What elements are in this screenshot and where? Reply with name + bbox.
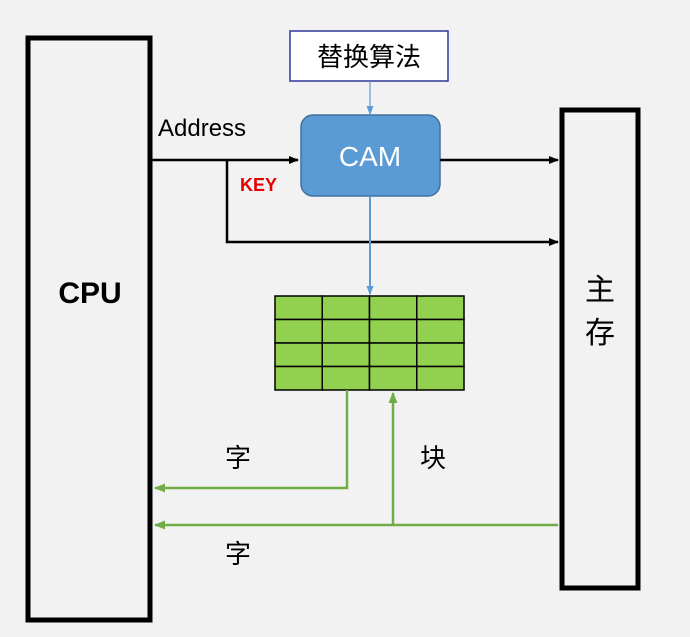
cache-storage-grid [274,295,465,391]
cache-cell [416,318,465,344]
cache-cell [321,318,371,344]
cache-cell [368,295,418,321]
cam-block: CAM [300,114,441,197]
replacement-algorithm-label: 替换算法 [317,43,421,73]
main-memory-label-line1: 主 [585,273,615,308]
address-to-memory-arrow [225,160,559,246]
main-memory-box [559,107,641,591]
cache-cell [368,365,418,391]
cache-cell [321,342,371,368]
word-label-bottom: 字 [225,540,251,570]
cache-cell [274,365,323,391]
cache-cell [416,342,465,368]
cache-cell [274,295,323,321]
cache-cell [416,365,465,391]
replacement-algorithm-box [289,30,449,82]
cache-cell [368,342,418,368]
address-label: Address [158,115,246,142]
cpu-block: CPU [25,35,153,623]
main-memory-block: 主 存 [559,107,641,591]
replacement-algorithm-block: 替换算法 [289,30,449,82]
word-label-top: 字 [225,444,251,474]
cpu-box [25,35,153,623]
cache-cell [274,342,323,368]
main-memory-label-line2: 存 [585,316,615,351]
cache-cell [368,318,418,344]
cache-cell [274,318,323,344]
block-label: 块 [420,444,446,474]
cam-label: CAM [339,141,401,172]
cache-cell [321,365,371,391]
key-label: KEY [240,175,277,195]
cpu-label: CPU [58,277,121,310]
cache-word-to-cpu-arrow [154,390,349,493]
cache-cell [321,295,371,321]
cache-cell [416,295,465,321]
